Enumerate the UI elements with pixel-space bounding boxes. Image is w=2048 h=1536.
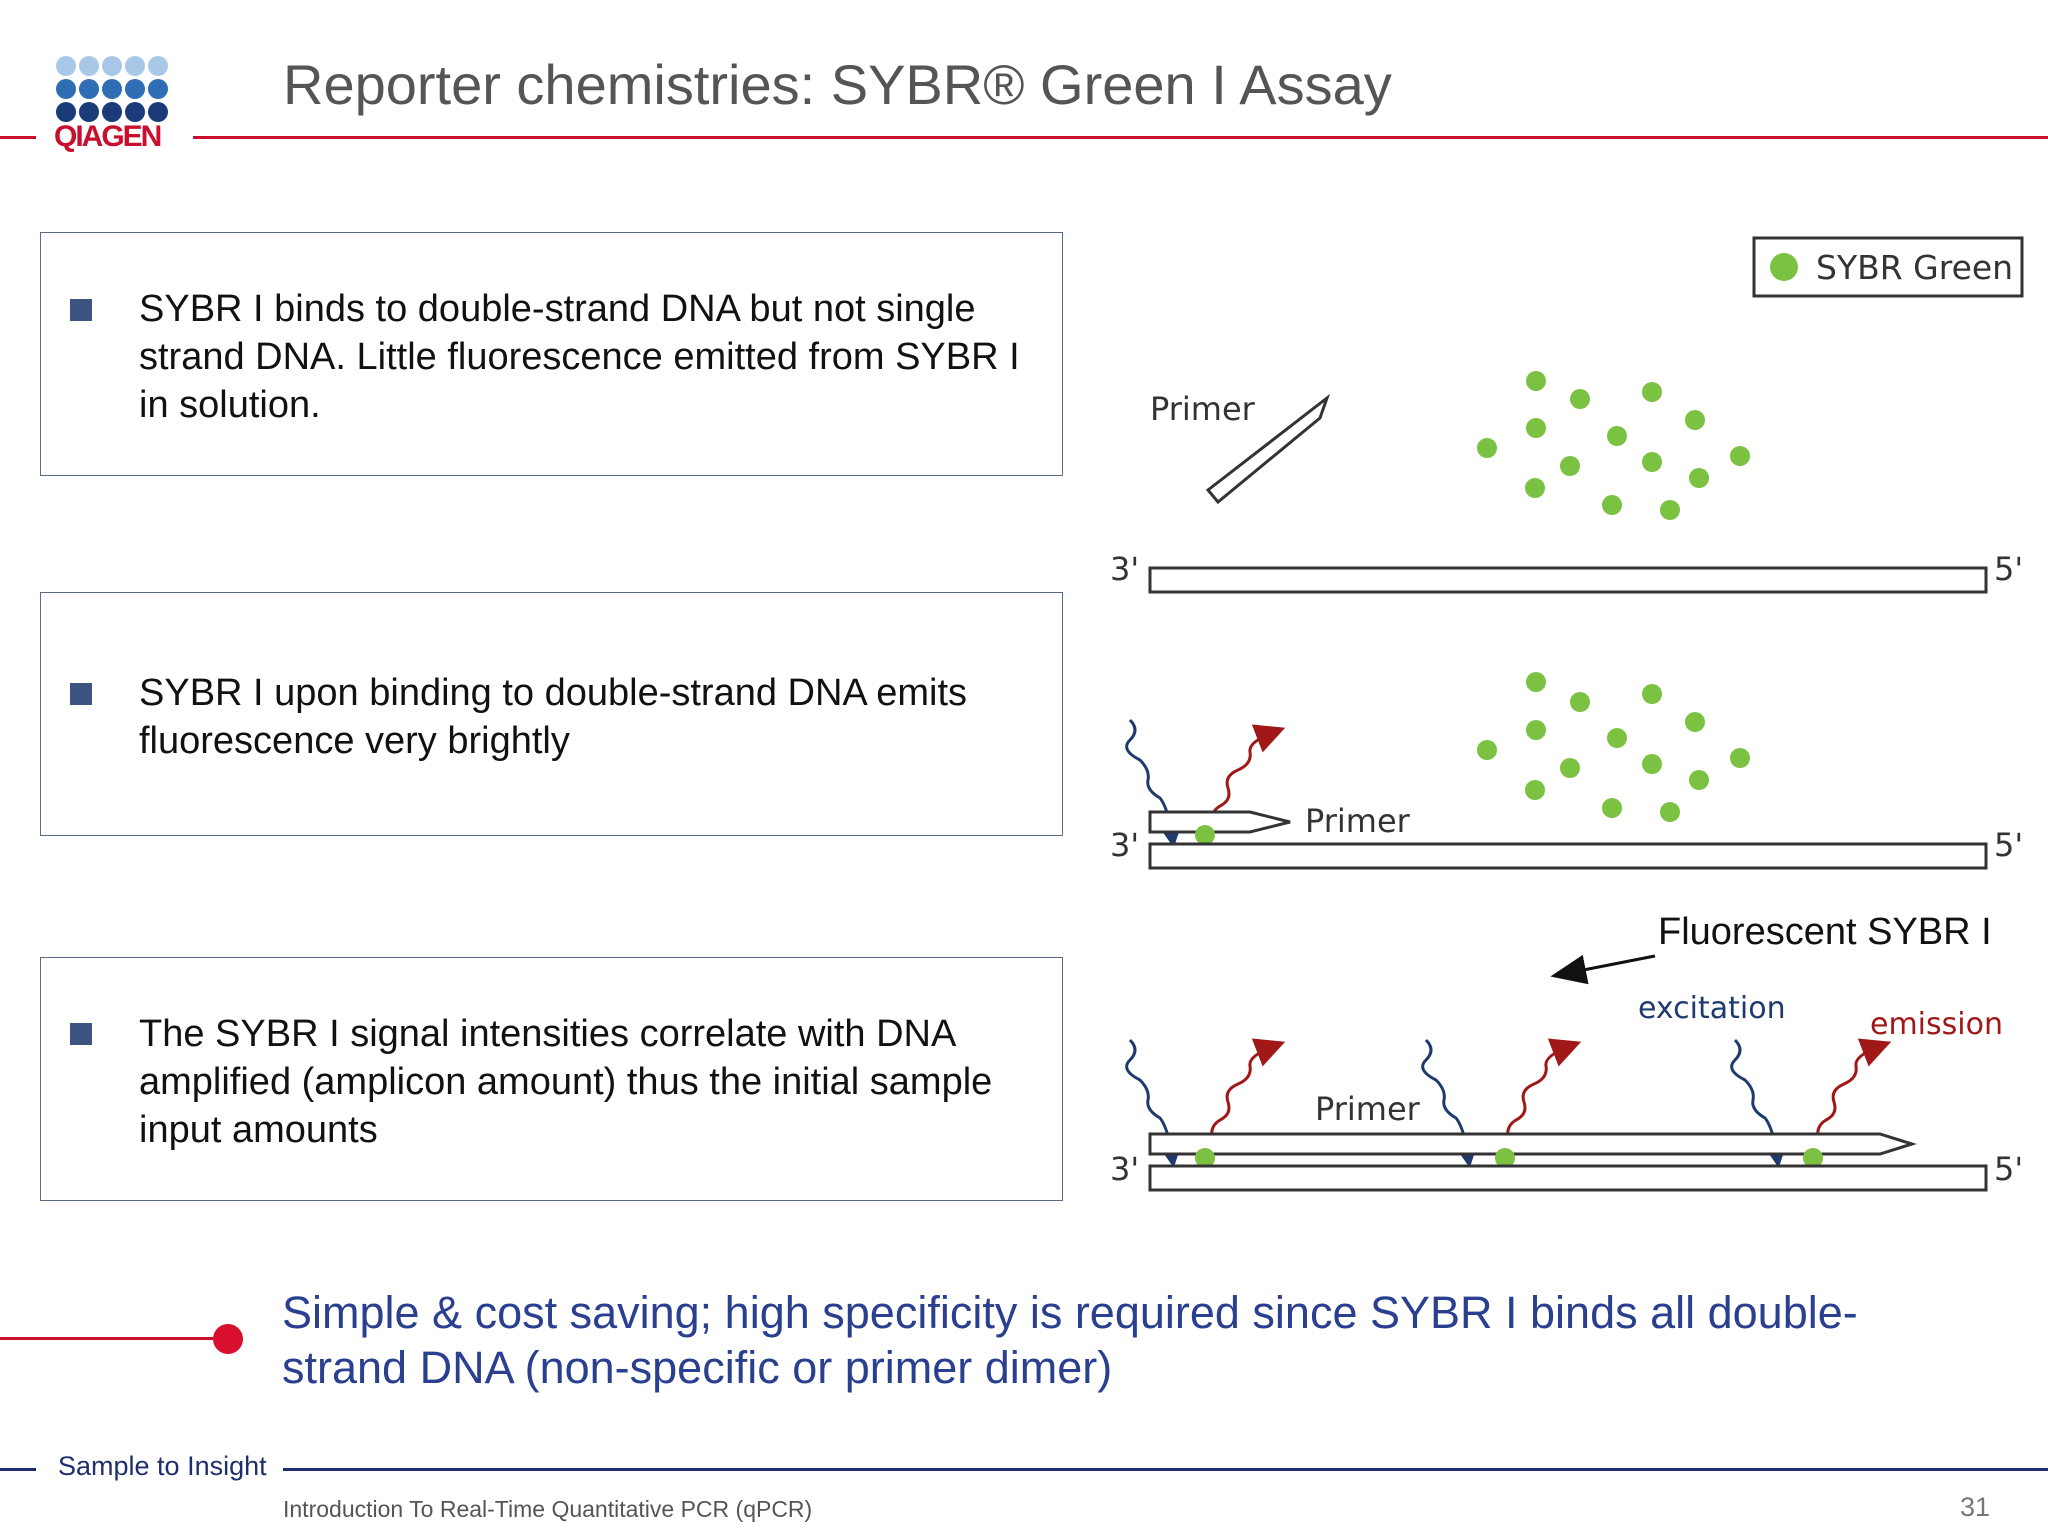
footer-rule-left [0, 1468, 36, 1471]
conclusion-dot [213, 1324, 243, 1354]
bullet-box-2: SYBR I upon binding to double-strand DNA… [40, 592, 1063, 836]
legend: SYBR Green [1752, 236, 2024, 298]
primer-label-3: Primer [1315, 1090, 1421, 1128]
emission-label: emission [1870, 1007, 2003, 1042]
free-primer [1205, 393, 1331, 505]
end-5-label: 5' [1994, 1150, 2023, 1188]
fluorescent-label: Fluorescent SYBR I [1658, 911, 1992, 953]
sybr-diagram: SYBR Green Primer 3' 5' Primer 3' 5' Flu… [1110, 236, 2024, 1192]
dna-strand-1 [1148, 566, 1988, 594]
page-number: 31 [1960, 1492, 1991, 1522]
excitation-label: excitation [1638, 991, 1786, 1026]
footer-rule [283, 1468, 2048, 1471]
dna-strand-3 [1148, 1164, 1988, 1192]
primer-label-2: Primer [1305, 802, 1411, 840]
bullet-square [70, 1023, 92, 1045]
header-rule [193, 136, 2048, 139]
end-5-label: 5' [1994, 550, 2023, 588]
conclusion-text: Simple & cost saving; high specificity i… [282, 1287, 1858, 1393]
bullet-text: SYBR I upon binding to double-strand DNA… [139, 672, 968, 762]
footer-course-title: Introduction To Real-Time Quantitative P… [283, 1496, 813, 1522]
dna-strand-2 [1148, 842, 1988, 870]
bound-primer [1148, 810, 1291, 834]
slide-title: Reporter chemistries: SYBR® Green I Assa… [283, 53, 1392, 116]
end-5-label: 5' [1994, 826, 2023, 864]
legend-label: SYBR Green [1816, 248, 2013, 287]
header-rule-left [0, 136, 36, 139]
end-3-label: 3' [1110, 550, 1139, 588]
end-3-label: 3' [1110, 1150, 1139, 1188]
qiagen-logo-dots [56, 56, 168, 122]
end-3-label: 3' [1110, 826, 1139, 864]
bullet-square [70, 683, 92, 705]
conclusion-rule [0, 1337, 228, 1340]
free-sybr-dots-1 [1477, 371, 1750, 520]
logo-wordmark: QIAGEN [54, 120, 162, 153]
bullet-text: The SYBR I signal intensities correlate … [139, 1013, 993, 1151]
bullet-square [70, 299, 92, 321]
footer-tagline: Sample to Insight [58, 1451, 267, 1481]
primer-label-1: Primer [1150, 390, 1256, 428]
bullet-text: SYBR I binds to double-strand DNA but no… [139, 288, 1020, 426]
bullet-box-3: The SYBR I signal intensities correlate … [40, 957, 1063, 1201]
bullet-box-1: SYBR I binds to double-strand DNA but no… [40, 232, 1063, 476]
free-sybr-dots-2 [1477, 672, 1750, 822]
extended-primer [1148, 1132, 1918, 1156]
